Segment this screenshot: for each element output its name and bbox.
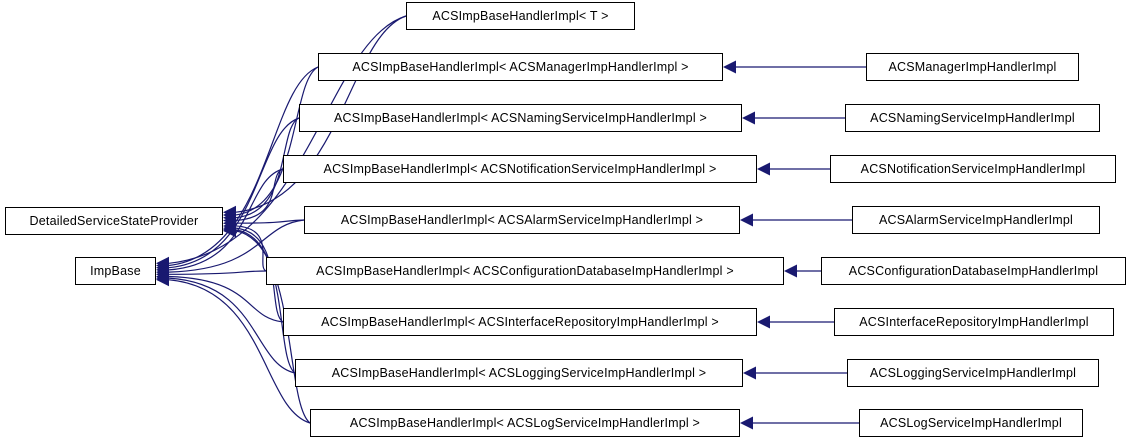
class-node-label: ACSImpBaseHandlerImpl< ACSManagerImpHand…: [352, 59, 689, 74]
class-node-acs-naming[interactable]: ACSNamingServiceImpHandlerImpl: [845, 104, 1100, 132]
arrowhead-detailed-service-state-provider-from-tpl-log: [223, 224, 236, 238]
arrowhead-tpl-manager: [723, 60, 736, 74]
arrowhead-tpl-alarm: [740, 213, 753, 227]
class-node-label: DetailedServiceStateProvider: [29, 213, 199, 228]
arrowhead-imp-base-from-tpl-ifr: [156, 270, 169, 283]
class-node-acs-manager[interactable]: ACSManagerImpHandlerImpl: [866, 53, 1079, 81]
arrowhead-detailed-service-state-provider-from-tpl-manager: [223, 208, 236, 222]
class-node-label: ACSImpBaseHandlerImpl< ACSConfigurationD…: [316, 263, 734, 278]
arrowhead-tpl-log: [740, 416, 753, 430]
class-node-acs-alarm[interactable]: ACSAlarmServiceImpHandlerImpl: [852, 206, 1100, 234]
class-node-tpl-manager[interactable]: ACSImpBaseHandlerImpl< ACSManagerImpHand…: [318, 53, 723, 81]
edge-tpl-notification-to-detailed-service-state-provider: [235, 168, 284, 222]
class-node-label: ACSImpBaseHandlerImpl< ACSAlarmServiceIm…: [340, 212, 704, 227]
arrowhead-imp-base-from-tpl-logging: [156, 271, 169, 285]
arrowhead-imp-base-from-tpl-log: [156, 273, 169, 287]
class-node-tpl-logging[interactable]: ACSImpBaseHandlerImpl< ACSLoggingService…: [295, 359, 743, 387]
edge-tpl-logging-to-detailed-service-state-provider: [235, 229, 296, 374]
class-node-label: ACSLoggingServiceImpHandlerImpl: [869, 365, 1077, 380]
edge-tpl-manager-to-detailed-service-state-provider: [235, 66, 319, 216]
arrowhead-tpl-notification: [757, 162, 770, 176]
edge-tpl-configdb-to-detailed-service-state-provider: [235, 225, 267, 272]
edge-tpl-log-to-imp-base: [168, 279, 311, 424]
edge-tpl-logging-to-imp-base: [168, 277, 296, 374]
class-node-label: ACSNotificationServiceImpHandlerImpl: [860, 161, 1086, 176]
arrowhead-detailed-service-state-provider-from-tpl-notification: [223, 213, 236, 227]
class-node-tpl-t[interactable]: ACSImpBaseHandlerImpl< T >: [406, 2, 635, 30]
class-node-acs-notification[interactable]: ACSNotificationServiceImpHandlerImpl: [830, 155, 1116, 183]
class-node-label: ACSNamingServiceImpHandlerImpl: [870, 110, 1075, 125]
class-node-label: ACSImpBaseHandlerImpl< ACSLoggingService…: [331, 365, 707, 380]
class-node-tpl-configdb[interactable]: ACSImpBaseHandlerImpl< ACSConfigurationD…: [266, 257, 784, 285]
class-node-label: ACSConfigurationDatabaseImpHandlerImpl: [848, 263, 1099, 278]
class-node-acs-ifr[interactable]: ACSInterfaceRepositoryImpHandlerImpl: [834, 308, 1114, 336]
class-node-label: ACSImpBaseHandlerImpl< ACSInterfaceRepos…: [321, 314, 719, 329]
arrowhead-tpl-logging: [743, 366, 756, 380]
arrowhead-tpl-ifr: [757, 315, 770, 329]
arrowhead-imp-base-from-tpl-alarm: [156, 265, 169, 279]
class-node-label: ACSAlarmServiceImpHandlerImpl: [878, 212, 1074, 227]
arrowhead-imp-base-from-tpl-naming: [156, 261, 169, 275]
arrowhead-detailed-service-state-provider-from-tpl-logging: [223, 223, 236, 237]
class-node-label: ACSImpBaseHandlerImpl< ACSNotificationSe…: [323, 161, 717, 176]
class-node-acs-logging[interactable]: ACSLoggingServiceImpHandlerImpl: [847, 359, 1099, 387]
class-node-label: ACSImpBaseHandlerImpl< T >: [432, 8, 609, 23]
class-node-label: ACSImpBaseHandlerImpl< ACSLogServiceImpH…: [349, 415, 701, 430]
class-node-acs-configdb[interactable]: ACSConfigurationDatabaseImpHandlerImpl: [821, 257, 1126, 285]
arrowhead-detailed-service-state-provider-from-tpl-naming: [223, 211, 236, 225]
arrowhead-detailed-service-state-provider-from-tpl-t: [223, 205, 236, 219]
arrowhead-tpl-configdb: [784, 264, 797, 278]
arrowhead-detailed-service-state-provider-from-tpl-configdb: [223, 219, 236, 233]
arrowhead-tpl-naming: [742, 111, 755, 125]
arrowhead-imp-base-from-tpl-notification: [156, 263, 169, 277]
edge-tpl-alarm-to-detailed-service-state-provider: [235, 219, 305, 224]
class-node-tpl-log[interactable]: ACSImpBaseHandlerImpl< ACSLogServiceImpH…: [310, 409, 740, 437]
class-node-label: ACSInterfaceRepositoryImpHandlerImpl: [859, 314, 1089, 329]
class-node-tpl-alarm[interactable]: ACSImpBaseHandlerImpl< ACSAlarmServiceIm…: [304, 206, 740, 234]
class-node-label: ACSManagerImpHandlerImpl: [888, 59, 1057, 74]
arrowhead-detailed-service-state-provider-from-tpl-ifr: [223, 221, 236, 235]
edge-tpl-configdb-to-imp-base: [168, 270, 267, 275]
class-node-tpl-notification[interactable]: ACSImpBaseHandlerImpl< ACSNotificationSe…: [283, 155, 757, 183]
class-node-label: ACSImpBaseHandlerImpl< ACSNamingServiceI…: [334, 110, 707, 125]
edge-tpl-naming-to-imp-base: [168, 117, 300, 269]
class-node-acs-log[interactable]: ACSLogServiceImpHandlerImpl: [859, 409, 1083, 437]
class-node-tpl-ifr[interactable]: ACSImpBaseHandlerImpl< ACSInterfaceRepos…: [283, 308, 757, 336]
class-node-detailed-service-state-provider[interactable]: DetailedServiceStateProvider: [5, 207, 223, 235]
class-node-imp-base[interactable]: ImpBase: [75, 257, 156, 285]
class-node-tpl-naming[interactable]: ACSImpBaseHandlerImpl< ACSNamingServiceI…: [299, 104, 742, 132]
arrowhead-detailed-service-state-provider-from-tpl-alarm: [223, 216, 236, 230]
arrowhead-imp-base-from-tpl-configdb: [156, 267, 169, 281]
arrowhead-imp-base-from-tpl-manager: [156, 259, 169, 272]
class-node-label: ImpBase: [90, 263, 141, 278]
class-node-label: ACSLogServiceImpHandlerImpl: [880, 415, 1062, 430]
arrowhead-imp-base-from-tpl-t: [156, 256, 169, 270]
